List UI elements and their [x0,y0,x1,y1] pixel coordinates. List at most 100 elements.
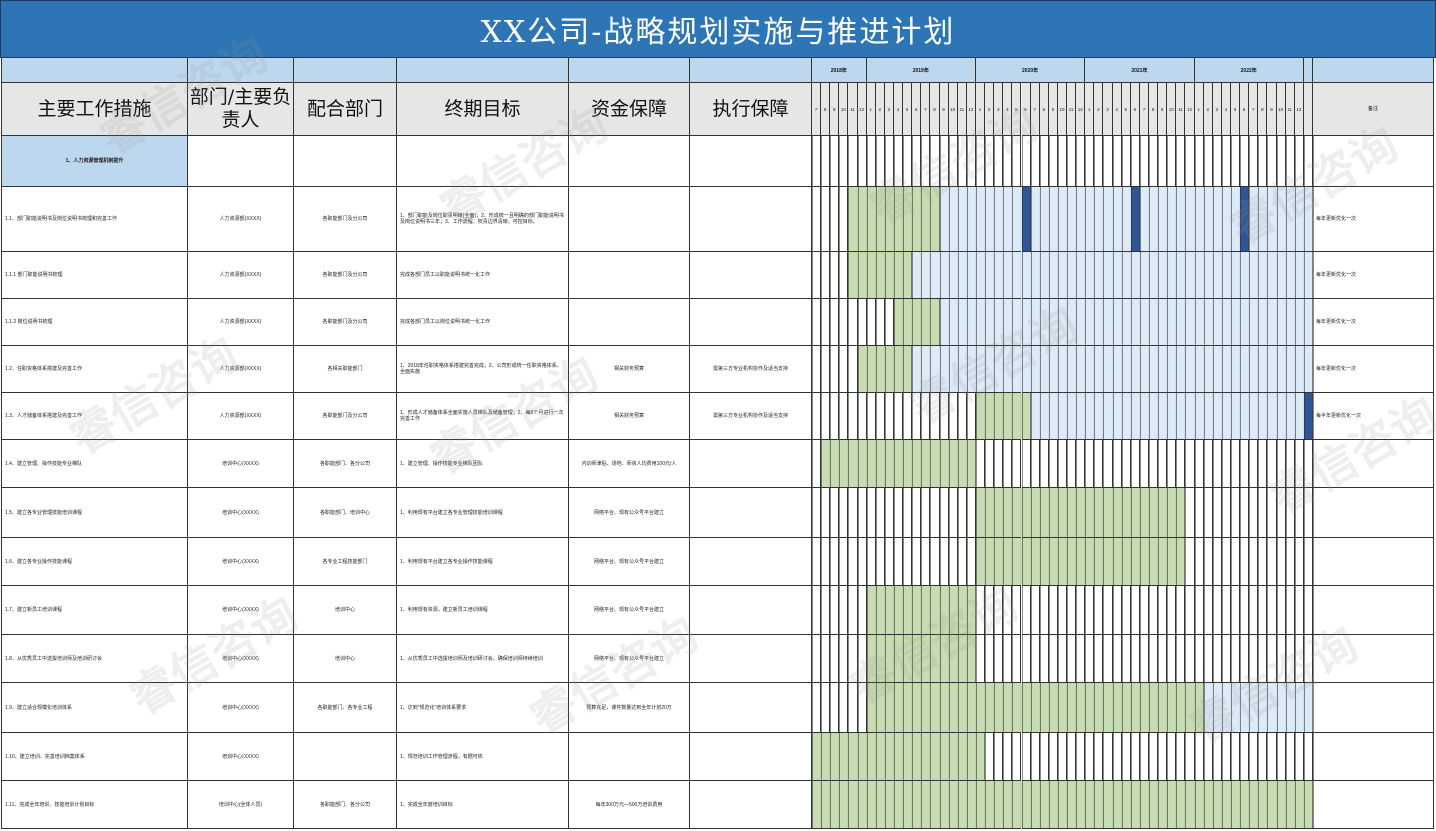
month-cell [1231,440,1241,488]
row-goal: 完成各部门员工以职能说明书统一化工作 [397,252,569,299]
month-gridline [994,136,996,829]
month-cell [1121,586,1131,635]
month-cell [1285,538,1295,586]
month-gridline [884,136,886,829]
row-fund: 每年300万元—500万培训费用 [569,781,690,829]
month-cell [1240,440,1250,488]
month-gridline [1021,136,1023,829]
month-cell [812,252,822,299]
month-cell [839,683,849,733]
month-cell [1267,440,1277,488]
month-cell [1076,440,1086,488]
row-goal: 1、利用现有平台建立各专业管理技能培训课程 [397,488,569,538]
schedule-bar [975,538,1186,585]
month-cell [1012,635,1022,683]
month-cell [1130,586,1140,635]
month-gridline [948,136,950,829]
month-cell [1212,538,1222,586]
month-cell [839,586,849,635]
month-cell [994,733,1004,781]
month-header: 3 [994,83,1004,136]
month-cell [985,733,995,781]
row-remark: 每年更新优化一次 [1313,252,1434,299]
month-cell [1158,586,1168,635]
month-cell [1003,733,1013,781]
month-gridline [903,136,905,829]
row-owner: 培训中心(XXXX) [188,586,294,635]
row-exec [690,299,812,346]
month-gridline [830,136,832,829]
month-cell [1231,635,1241,683]
month-gridline [1003,136,1005,829]
month-gridline [1030,136,1032,829]
month-cell [930,488,940,538]
empty-cell [569,136,690,187]
month-cell [1231,733,1241,781]
month-cell [1121,440,1131,488]
row-exec [690,440,812,488]
month-cell [1048,586,1058,635]
month-cell [875,538,885,586]
month-cell [1249,136,1259,187]
month-cell [1194,586,1204,635]
row-fund [569,187,690,252]
month-cell [1176,635,1186,683]
month-gridline [1048,136,1050,829]
month-cell [921,393,931,440]
month-cell [1112,586,1122,635]
month-cell [1048,440,1058,488]
row-coop: 各相关职能部门 [294,346,397,393]
month-cell [821,252,831,299]
schedule-bar [812,733,986,780]
month-cell [1249,586,1259,635]
month-header: 12 [857,83,867,136]
month-gridline [839,136,841,829]
month-gridline [848,136,850,829]
month-cell [1203,488,1213,538]
month-cell [1303,440,1313,488]
year-label: 2022年 [1194,58,1304,83]
month-gridline [1231,136,1233,829]
month-cell [957,393,967,440]
month-cell [957,538,967,586]
month-header: 6 [912,83,922,136]
month-cell [1258,733,1268,781]
month-gridline [1258,136,1260,829]
row-measure: 1.8、从优秀员工中选拔培训师及培训研讨会 [2,635,188,683]
month-cell [1103,635,1113,683]
month-cell [875,488,885,538]
row-measure: 1.10、建立培训、完善培训档案体系 [2,733,188,781]
schedule-bar [912,346,1313,392]
month-cell [1231,586,1241,635]
month-gridline [875,136,877,829]
month-cell [1212,733,1222,781]
month-cell [884,538,894,586]
left-border [1,58,2,829]
month-cell [930,136,940,187]
schedule-bar [975,488,1186,537]
month-cell [1221,440,1231,488]
month-gridline [1039,136,1041,829]
month-cell [884,488,894,538]
row-fund: 网络平台、现有公众号平台建立 [569,586,690,635]
month-header: 11 [1067,83,1077,136]
month-cell [812,440,822,488]
month-gridline [1194,136,1196,829]
header-remark: 备注 [1313,83,1434,136]
month-cell [1267,488,1277,538]
month-gridline [921,136,923,829]
month-cell [875,136,885,187]
row-owner: 人力资源部(XXXX) [188,346,294,393]
month-cell [1240,635,1250,683]
row-coop: 培训中心 [294,635,397,683]
month-cell [875,393,885,440]
row-measure: 1.7、建立新员工培训课程 [2,586,188,635]
month-gridline [857,136,859,829]
month-cell [1048,136,1058,187]
month-cell [866,136,876,187]
month-gridline [812,136,813,829]
month-cell [1130,440,1140,488]
year-label: 2021年 [1085,58,1195,83]
month-cell [939,136,949,187]
year-label: 2020年 [975,58,1086,83]
